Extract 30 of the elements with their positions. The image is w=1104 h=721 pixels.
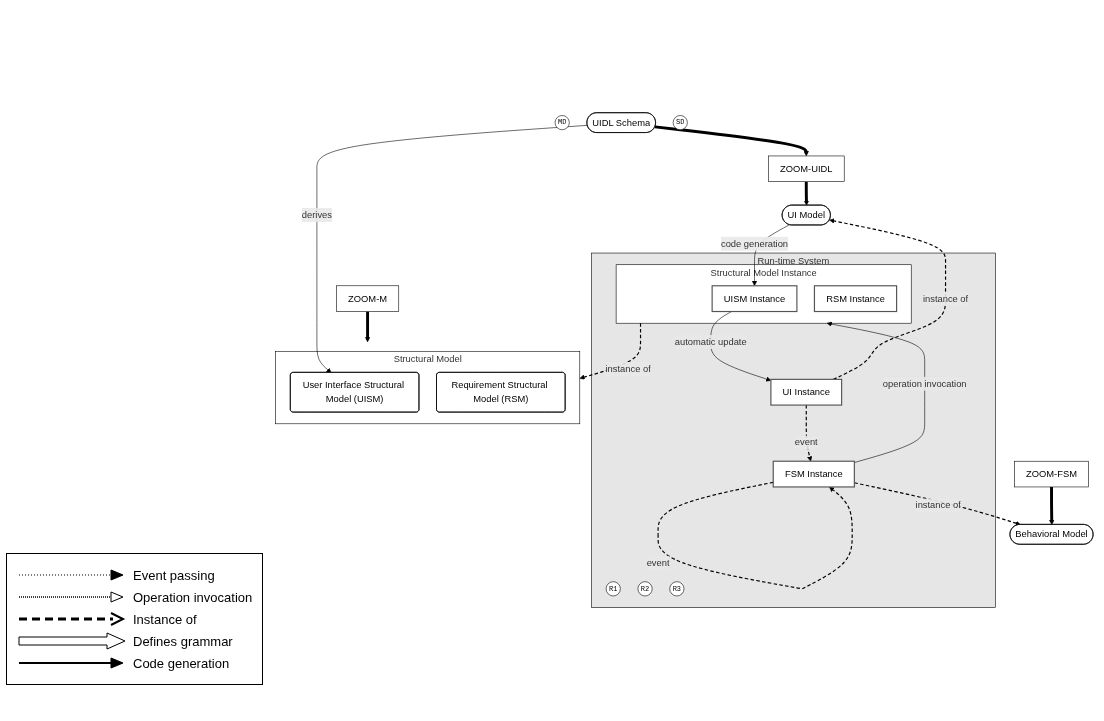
edge-label: event (646, 558, 670, 568)
edge-label: instance of (923, 293, 969, 304)
arrow (829, 218, 947, 381)
edge-label: automatic update (675, 336, 747, 347)
arrow (805, 404, 813, 462)
edge-label: event (795, 437, 818, 448)
legend-text: Event passing (133, 567, 215, 583)
arrow (579, 322, 642, 380)
legend-text: Defines grammar (133, 633, 233, 649)
legend-text: Instance of (133, 611, 197, 627)
node-box: ZOOM-UIDL (768, 156, 845, 183)
node-box: UI Instance (770, 379, 843, 406)
arrow (1049, 487, 1055, 526)
edge-label: operation invocation (883, 378, 967, 389)
node-box: RSM Instance (814, 285, 898, 313)
legend-text: Code generation (133, 655, 230, 671)
edge-label: code generation (721, 238, 789, 249)
node-box: FSM Instance (772, 460, 856, 488)
arrow (804, 182, 810, 206)
arrow (854, 482, 1021, 527)
node-box: ZOOM-M (336, 285, 400, 313)
arrow (655, 125, 810, 157)
arrow (657, 482, 854, 590)
edge-label: instance of (915, 500, 962, 511)
edge-label: instance of (605, 364, 651, 374)
node-box: ZOOM-FSM (1014, 461, 1090, 488)
arrow (365, 311, 371, 343)
legend-text: Operation invocation (133, 589, 253, 605)
edge-label: derives (302, 210, 333, 221)
node-box: UISM Instance (711, 285, 798, 313)
